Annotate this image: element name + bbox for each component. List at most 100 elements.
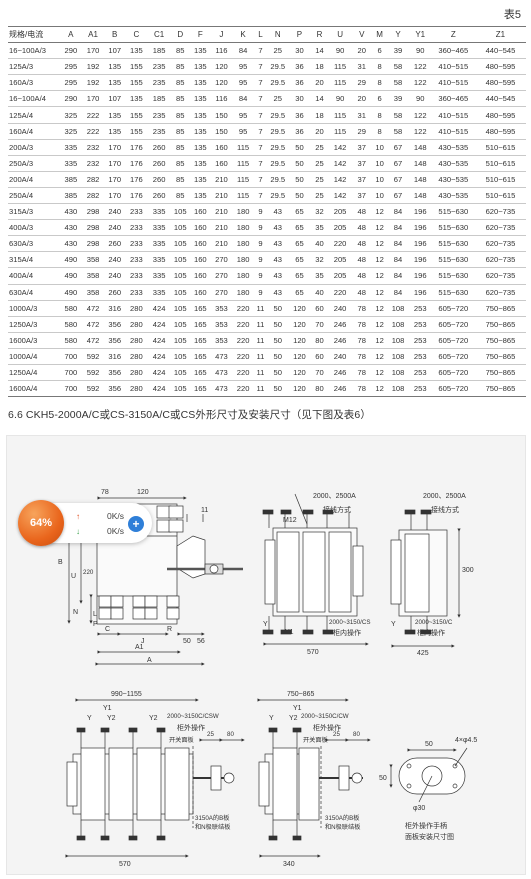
table-cell: 40: [310, 284, 329, 301]
cabinet-external-csw-drawing: [65, 698, 245, 858]
table-cell: 50: [288, 139, 311, 156]
table-header-cell: C: [125, 25, 148, 44]
table-cell: 142: [328, 187, 352, 205]
table-cell: 105: [170, 332, 191, 349]
table-cell: 180: [232, 284, 254, 301]
table-cell: 210: [210, 219, 233, 237]
table-cell: 253: [408, 300, 432, 317]
table-cell: 85: [170, 139, 191, 156]
tm-y1-label: Y1: [285, 629, 294, 636]
tm-subtitle: 接线方式: [323, 505, 351, 514]
table-cell: 122: [408, 74, 432, 92]
table-cell: 58: [387, 123, 409, 140]
table-cell: 510~615: [474, 155, 526, 172]
table-cell: 280: [125, 380, 148, 398]
cpu-usage-ball[interactable]: 64%: [18, 500, 64, 546]
table-number-label: 表5: [503, 9, 521, 21]
table-cell: 50: [266, 300, 289, 317]
table-cell: 120: [288, 332, 311, 349]
table-cell: 85: [170, 123, 191, 140]
table-cell: 116: [210, 90, 233, 108]
table-cell: 250A/3: [8, 155, 61, 172]
bm-range-label: 750~865: [287, 691, 315, 698]
table-cell: 472: [81, 300, 105, 317]
table-cell: 170: [104, 139, 126, 156]
table-cell: 605~720: [431, 316, 475, 333]
table-cell: 50: [288, 155, 311, 172]
table-cell: 31: [351, 106, 373, 124]
table-cell: 36: [288, 106, 311, 124]
table-cell: 240: [104, 267, 126, 285]
table-cell: 592: [81, 364, 105, 382]
table-cell: 29.5: [266, 187, 289, 205]
table-cell: 515~630: [431, 251, 475, 269]
table-cell: 150: [210, 106, 233, 124]
table-cell: 282: [81, 171, 105, 188]
table-cell: 36: [288, 58, 311, 76]
add-icon[interactable]: +: [128, 516, 144, 532]
table-cell: 246: [328, 316, 352, 333]
table-cell: 120: [288, 348, 311, 365]
table-cell: 515~630: [431, 267, 475, 285]
bm-note2-label: 和N极联结板: [325, 823, 360, 831]
table-cell: 260: [147, 139, 171, 156]
table-cell: 240: [104, 251, 126, 269]
table-cell: 120: [210, 58, 233, 76]
table-cell: 356: [104, 364, 126, 382]
table-cell: 11: [253, 364, 267, 382]
table-cell: 84: [232, 42, 254, 60]
table-cell: 515~630: [431, 284, 475, 301]
table-cell: 210: [210, 235, 233, 253]
table-cell: 148: [408, 187, 432, 205]
table-cell: 78: [351, 316, 373, 333]
table-cell: 29.5: [266, 155, 289, 172]
table-cell: 170: [104, 155, 126, 172]
table-cell: 325: [60, 123, 82, 140]
network-monitor-widget[interactable]: 64% ↑ 0K/s ↓ 0K/s +: [18, 500, 152, 546]
table-cell: 335: [147, 219, 171, 237]
table-header-cell: A: [60, 25, 82, 44]
dim-j-label: J: [141, 638, 145, 645]
table-cell: 155: [125, 58, 148, 76]
table-cell: 18: [310, 106, 329, 124]
bl-op-label: 柜外操作: [177, 723, 205, 732]
table-cell: 298: [81, 219, 105, 237]
table-cell: 515~630: [431, 235, 475, 253]
table-cell: 115: [328, 106, 352, 124]
bl-panel-label: 开关面板: [169, 736, 194, 744]
table-cell: 424: [147, 300, 171, 317]
table-cell: 205: [328, 251, 352, 269]
table-cell: 67: [387, 187, 409, 205]
table-cell: 232: [81, 139, 105, 156]
bm-y-label: Y: [269, 715, 274, 722]
table-cell: 120: [210, 74, 233, 92]
table-cell: 253: [408, 332, 432, 349]
dim-p-label: P: [93, 621, 98, 628]
tm-m12-label: M12: [283, 517, 297, 524]
table-cell: 48: [351, 219, 373, 237]
table-cell: 196: [408, 219, 432, 237]
table-cell: 430~535: [431, 155, 475, 172]
table-cell: 335: [147, 251, 171, 269]
table-cell: 424: [147, 332, 171, 349]
table-cell: 7: [253, 139, 267, 156]
table-cell: 335: [147, 235, 171, 253]
handle-panel-mounting-drawing: [389, 747, 468, 803]
table-cell: 60: [310, 348, 329, 365]
table-cell: 700: [60, 364, 82, 382]
bm-model-label: 2000~3150C/CW: [301, 713, 349, 720]
table-cell: 135: [190, 74, 211, 92]
table-cell: 25: [310, 187, 329, 205]
table-cell: 750~865: [474, 332, 526, 349]
dim-a1-label: A1: [135, 644, 144, 651]
table-cell: 196: [408, 267, 432, 285]
table-cell: 260: [147, 171, 171, 188]
table-cell: 165: [190, 300, 211, 317]
table-cell: 196: [408, 235, 432, 253]
table-cell: 473: [210, 380, 233, 398]
table-cell: 135: [125, 42, 148, 60]
